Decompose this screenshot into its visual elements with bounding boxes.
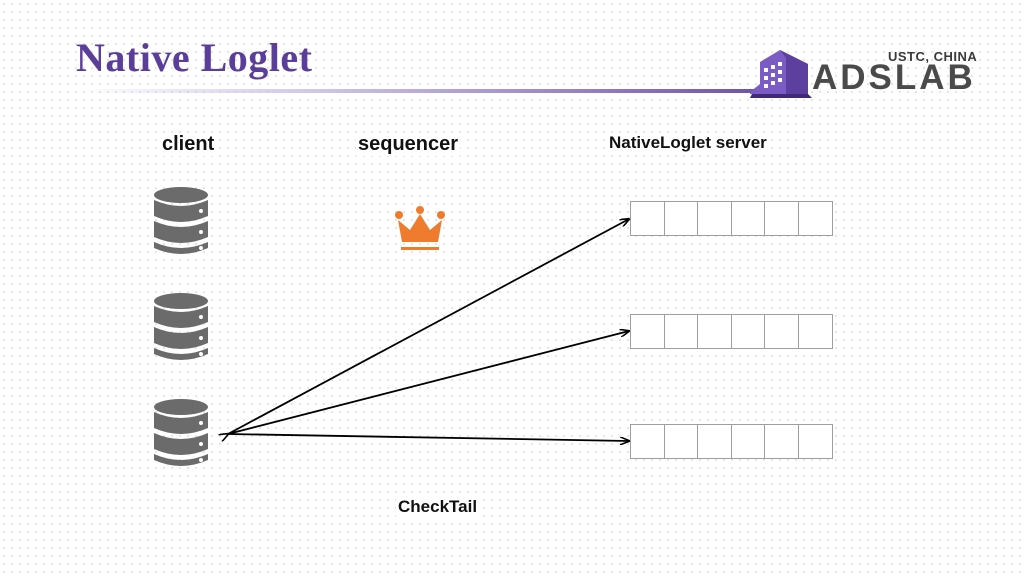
log-server-1 <box>630 201 834 236</box>
arrow-to-server-2 <box>227 331 629 435</box>
log-server-2 <box>630 314 834 349</box>
log-slot <box>764 314 799 349</box>
checktail-label: CheckTail <box>396 497 480 517</box>
log-slot <box>797 314 833 349</box>
log-slot <box>730 314 766 349</box>
log-slot <box>730 424 766 459</box>
log-slot <box>697 201 732 236</box>
log-slot <box>630 201 665 236</box>
slide-title: Native Loglet <box>76 35 313 80</box>
logo-subtitle: USTC, CHINA <box>888 49 978 64</box>
log-slot <box>730 201 766 236</box>
server-label: NativeLoglet server <box>607 133 769 153</box>
sequencer-label: sequencer <box>356 133 461 156</box>
crown-icon <box>395 206 445 250</box>
database-icon <box>154 399 208 466</box>
client-label: client <box>160 133 217 156</box>
log-slot <box>797 424 833 459</box>
building-icon <box>750 50 812 98</box>
arrow-to-server-3 <box>227 433 629 441</box>
log-slot <box>764 424 799 459</box>
logo-name: ADSLAB <box>812 58 976 97</box>
log-slot <box>663 424 699 459</box>
log-slot <box>630 424 665 459</box>
log-slot <box>764 201 799 236</box>
database-icon <box>154 293 208 360</box>
log-slot <box>697 424 732 459</box>
log-slot <box>663 314 699 349</box>
log-slot <box>697 314 732 349</box>
log-slot <box>663 201 699 236</box>
log-slot <box>797 201 833 236</box>
database-icon <box>154 187 208 254</box>
title-underline <box>76 89 766 93</box>
log-server-3 <box>630 424 834 459</box>
log-slot <box>630 314 665 349</box>
